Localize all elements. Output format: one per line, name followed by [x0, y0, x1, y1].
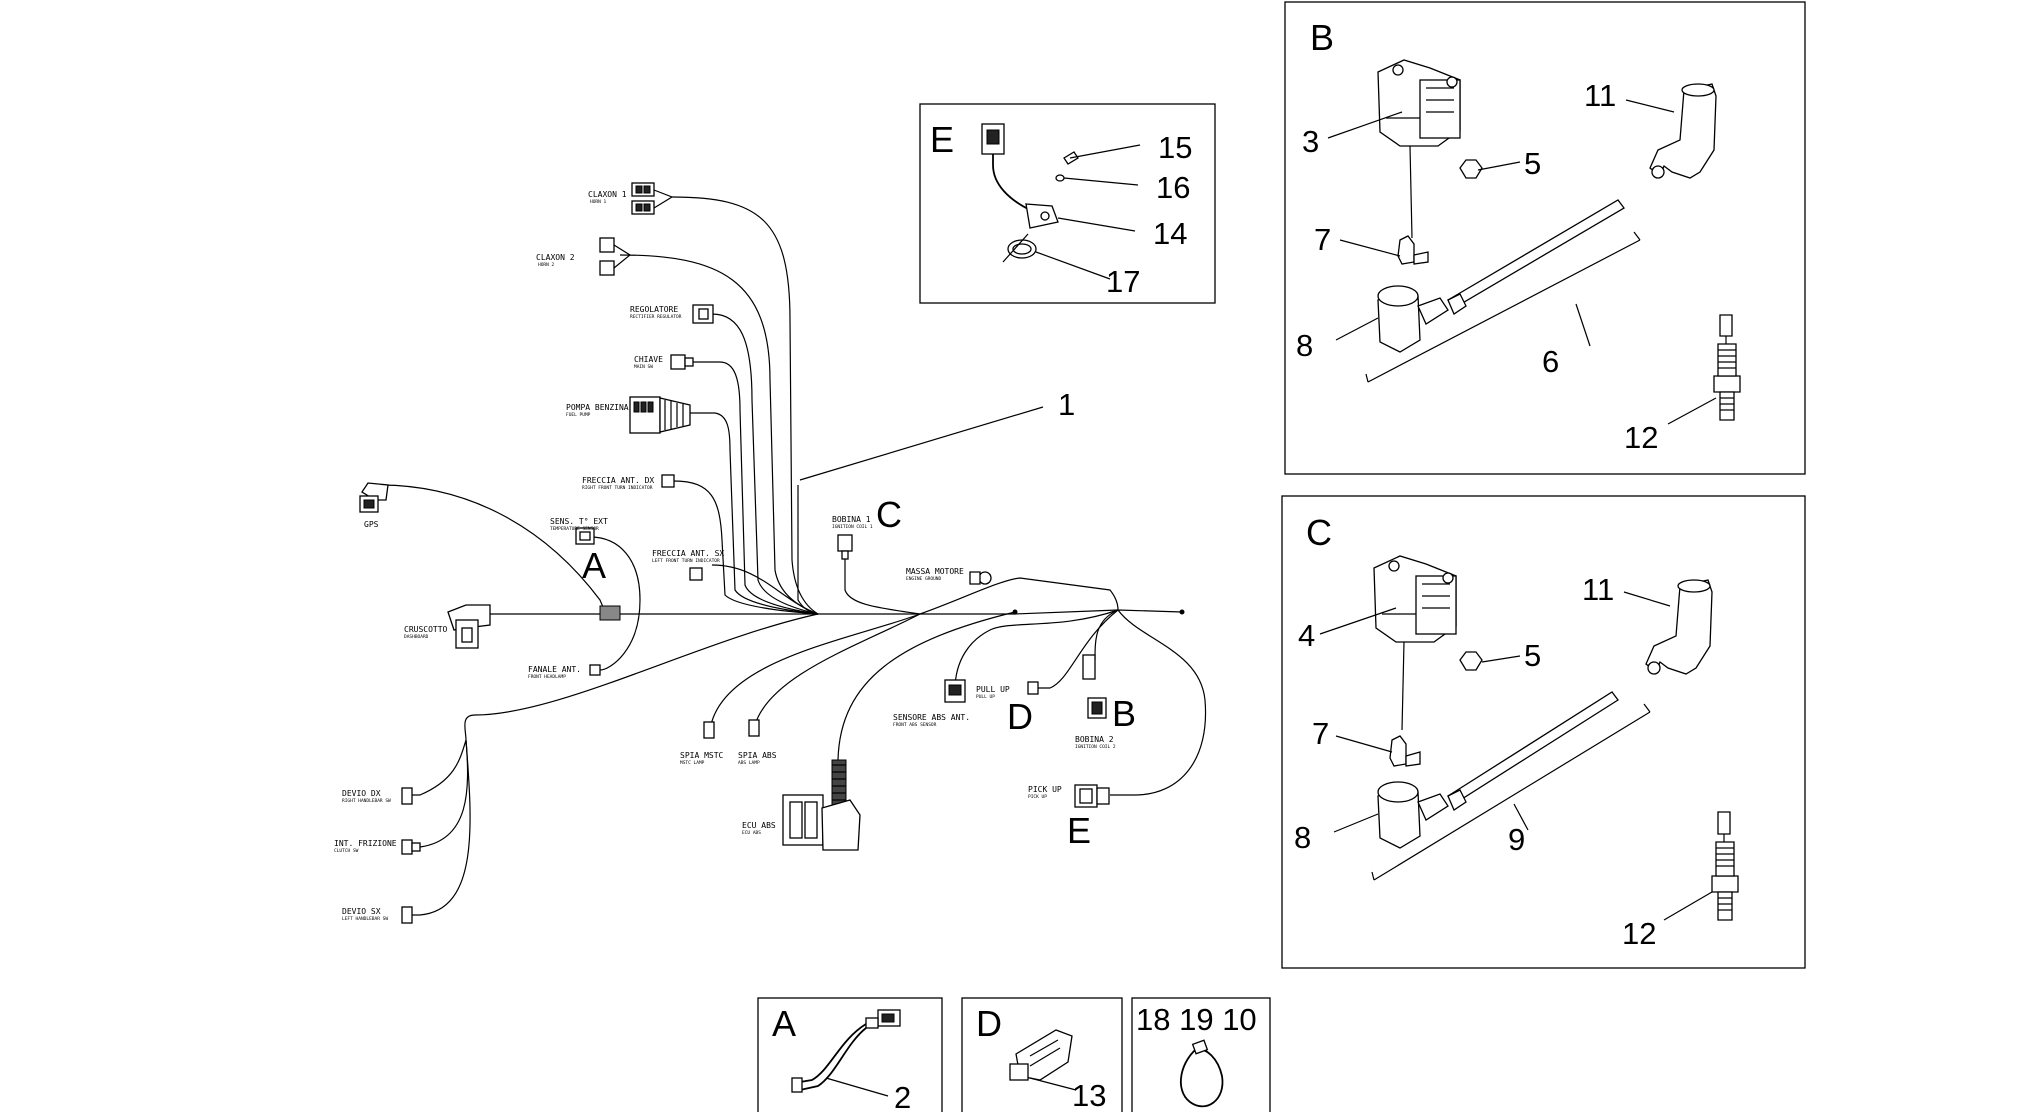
callout-7-b: 7 [1314, 222, 1331, 257]
label-ecu-abs: ECU ABS [742, 821, 776, 830]
harness-letter-b: B [1112, 693, 1136, 734]
callout-1: 1 [1058, 387, 1075, 422]
callout-17: 17 [1106, 264, 1140, 299]
callout-18-19-10: 18 19 10 [1136, 1002, 1257, 1037]
harness-connectors [359, 182, 1110, 924]
label-pick-up: PICK UP [1028, 785, 1062, 794]
callout-13: 13 [1072, 1078, 1106, 1112]
panel-b: B [1284, 1, 1806, 475]
callout-5-c: 5 [1524, 638, 1541, 673]
label-pompa-benzina: POMPA BENZINA [566, 403, 629, 412]
svg-text:ABS LAMP: ABS LAMP [738, 760, 760, 766]
svg-text:IGNITION COIL 1: IGNITION COIL 1 [832, 524, 873, 530]
callout-5-b: 5 [1524, 146, 1541, 181]
label-massa-motore: MASSA MOTORE [906, 567, 964, 576]
svg-text:ECU ABS: ECU ABS [742, 830, 761, 836]
harness-letter-d: D [1007, 696, 1033, 737]
label-chiave: CHIAVE [634, 355, 663, 364]
callout-4: 4 [1298, 618, 1315, 653]
callout-7-c: 7 [1312, 716, 1329, 751]
label-devio-dx: DEVIO DX [342, 789, 381, 798]
label-claxon2: CLAXON 2 [536, 253, 575, 262]
label-fanale: FANALE ANT. [528, 665, 581, 674]
svg-text:RIGHT FRONT TURN INDICATOR: RIGHT FRONT TURN INDICATOR [582, 485, 653, 491]
callout-12-c: 12 [1622, 916, 1656, 951]
callout-2: 2 [894, 1080, 911, 1112]
label-spia-abs: SPIA ABS [738, 751, 777, 760]
svg-text:MSTC LAMP: MSTC LAMP [680, 760, 705, 766]
label-sensore-abs: SENSORE ABS ANT. [893, 713, 970, 722]
harness-letter-c: C [876, 494, 902, 535]
svg-text:FUEL PUMP: FUEL PUMP [566, 412, 591, 418]
panel-a: A 2 [757, 997, 943, 1112]
panel-e-letter: E [930, 119, 954, 160]
label-cruscotto: CRUSCOTTO [404, 625, 448, 634]
panel-c: C [1281, 495, 1806, 969]
callout-16: 16 [1156, 170, 1190, 205]
harness-letter-e: E [1067, 810, 1091, 851]
label-int-frizione: INT. FRIZIONE [334, 839, 397, 848]
callout-11-b: 11 [1584, 78, 1616, 113]
panel-b-letter: B [1310, 17, 1334, 58]
label-bobina1: BOBINA 1 [832, 515, 871, 524]
label-sens-t-ext: SENS. T° EXT [550, 517, 608, 526]
panel-d: D 13 [961, 997, 1123, 1112]
label-bobina2: BOBINA 2 [1075, 735, 1114, 744]
svg-text:PICK UP: PICK UP [1028, 794, 1047, 800]
main-wiring-harness [379, 196, 1207, 916]
svg-text:PULL UP: PULL UP [976, 694, 995, 700]
svg-text:FRONT HEADLAMP: FRONT HEADLAMP [528, 674, 566, 680]
callout-9: 9 [1508, 822, 1525, 857]
label-claxon1: CLAXON 1 [588, 190, 627, 199]
label-pull-up: PULL UP [976, 685, 1010, 694]
panel-c-letter: C [1306, 512, 1332, 553]
svg-text:HORN 2: HORN 2 [538, 262, 555, 268]
harness-letter-a: A [582, 545, 606, 586]
svg-text:LEFT HANDLEBAR SW: LEFT HANDLEBAR SW [342, 916, 388, 922]
callout-3: 3 [1302, 124, 1319, 159]
svg-text:FRONT ABS SENSOR: FRONT ABS SENSOR [893, 722, 937, 728]
svg-text:DASHBOARD: DASHBOARD [404, 634, 429, 640]
svg-text:LEFT FRONT TURN INDICATOR: LEFT FRONT TURN INDICATOR [652, 558, 720, 564]
callout-8-c: 8 [1294, 820, 1311, 855]
callout-15: 15 [1158, 130, 1192, 165]
label-devio-sx: DEVIO SX [342, 907, 381, 916]
svg-text:IGNITION COIL 2: IGNITION COIL 2 [1075, 744, 1116, 750]
connector-labels: CLAXON 1 HORN 1 CLAXON 2 HORN 2 REGOLATO… [334, 190, 1116, 922]
label-gps: GPS [364, 520, 379, 529]
svg-text:CLUTCH SW: CLUTCH SW [334, 848, 359, 854]
svg-text:ENGINE GROUND: ENGINE GROUND [906, 576, 942, 582]
label-freccia-dx: FRECCIA ANT. DX [582, 476, 654, 485]
label-spia-mstc: SPIA MSTC [680, 751, 724, 760]
callout-11-c: 11 [1582, 572, 1614, 607]
svg-text:HORN 1: HORN 1 [590, 199, 607, 205]
callout-6: 6 [1542, 344, 1559, 379]
panel-e: E 15 16 14 17 [919, 103, 1216, 304]
panel-d-letter: D [976, 1003, 1002, 1044]
callout-8-b: 8 [1296, 328, 1313, 363]
panel-cable-ties: 18 19 10 [1131, 997, 1271, 1112]
callout-12-b: 12 [1624, 420, 1658, 455]
label-freccia-sx: FRECCIA ANT. SX [652, 549, 724, 558]
callout-14: 14 [1153, 216, 1187, 251]
panel-a-letter: A [772, 1003, 796, 1044]
svg-text:RECTIFIER REGULATOR: RECTIFIER REGULATOR [630, 314, 682, 320]
label-regolatore: REGOLATORE [630, 305, 678, 314]
svg-text:MAIN SW: MAIN SW [634, 364, 653, 370]
svg-text:TEMPERATURE SENSOR: TEMPERATURE SENSOR [550, 526, 599, 532]
svg-text:RIGHT HANDLEBAR SW: RIGHT HANDLEBAR SW [342, 798, 391, 804]
